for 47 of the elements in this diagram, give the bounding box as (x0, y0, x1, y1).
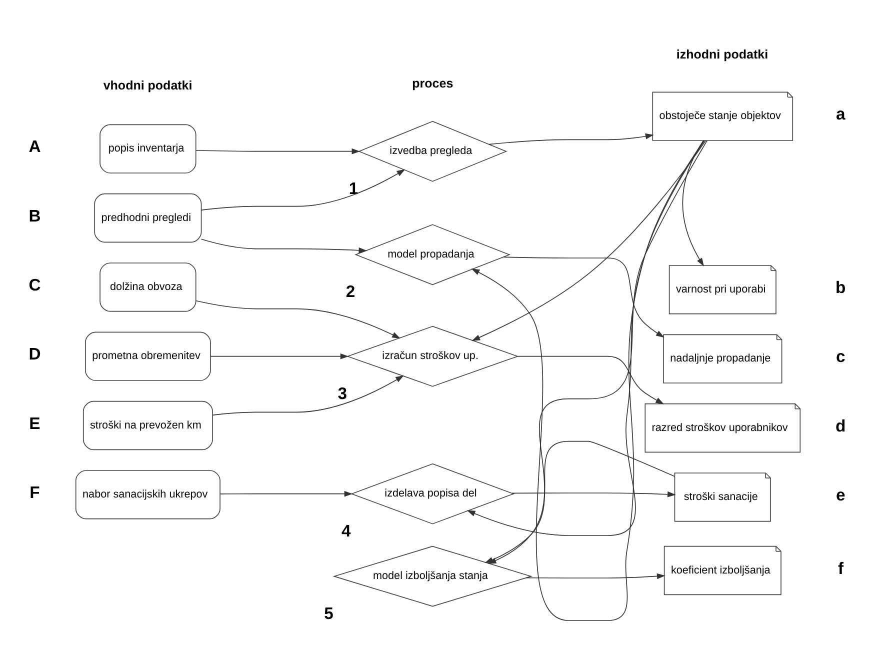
node-diamond: izdelava popisa del (350, 463, 514, 524)
label: vhodni podatki (102, 78, 192, 92)
arrow (516, 356, 664, 404)
node-label: 4 (341, 521, 350, 540)
arrow (200, 169, 405, 210)
node-label: 3 (337, 384, 347, 403)
node-label: 5 (324, 604, 333, 623)
node-diamond: izvedba pregleda (357, 120, 507, 182)
node-label: F (29, 483, 40, 502)
node-label: A (28, 137, 40, 156)
node-diamond: model propadanja (354, 224, 510, 286)
node-label: c (835, 347, 845, 366)
arrow (195, 300, 400, 339)
node-label: f (838, 558, 844, 578)
arrow (502, 256, 664, 338)
node-label: b (835, 278, 846, 297)
node-label: C (28, 276, 40, 294)
label: izhodni podatki (676, 47, 768, 62)
node-box: popis inventarja (99, 124, 196, 174)
label: proces (412, 76, 453, 91)
node-label: 1 (348, 178, 358, 198)
arrow (194, 148, 360, 154)
node-label: B (28, 206, 40, 226)
arrow (219, 490, 352, 497)
arrow (470, 140, 704, 621)
node-label: e (835, 486, 845, 504)
arrow (471, 140, 706, 341)
arrow (511, 491, 676, 498)
node-label: a (835, 104, 845, 124)
node-diamond: model izboljšanja stanja (332, 546, 532, 607)
arrow (682, 140, 704, 266)
node-label: D (28, 344, 40, 364)
node-box: predhodni pregledi (94, 193, 202, 243)
arrow (200, 238, 367, 254)
arrow (488, 133, 654, 145)
node-box: nabor sanacijskih ukrepov (74, 470, 220, 520)
node-label: 2 (345, 282, 355, 302)
arrow (526, 573, 665, 580)
arrow (212, 375, 404, 416)
node-box: stroški na prevožen km (82, 400, 212, 450)
node-box: dolžina obvoza (99, 262, 196, 312)
node-label: E (28, 414, 40, 433)
arrow (210, 353, 348, 360)
node-box: prometna obremenitev (84, 332, 210, 381)
node-diamond: izračun stroškov up. (346, 326, 518, 387)
node-label: d (835, 416, 846, 436)
arrow (466, 140, 704, 536)
